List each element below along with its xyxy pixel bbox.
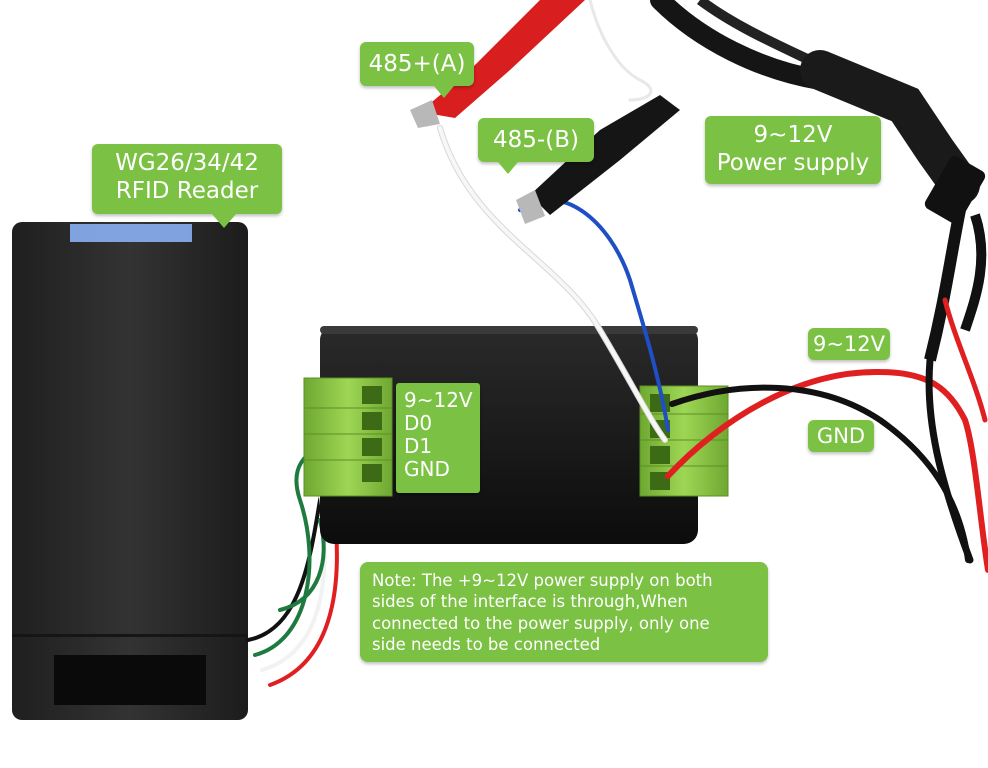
right-gnd-callout: GND [808,420,874,452]
callout-pointer [212,214,236,228]
pin-labels-callout: 9~12V D0 D1 GND [396,383,480,493]
rfid-reader-label-line-1: WG26/34/42 [115,150,259,176]
pin-label-d0: D0 [404,411,433,435]
note-line-3: connected to the power supply, only one [372,613,710,633]
right-voltage-label: 9~12V [812,332,886,356]
right-voltage-callout: 9~12V [808,328,890,360]
note-line-1: Note: The +9~12V power supply on both [372,571,713,590]
rfid-reader-callout: WG26/34/42 RFID Reader [92,144,282,228]
rs485-a-callout: 485+(A) [360,42,474,98]
pin-label-power: 9~12V [404,388,473,412]
power-supply-callout: 9~12V Power supply [705,116,881,184]
red-alligator-clip [410,0,585,128]
power-supply-label-line-1: 9~12V [753,122,833,148]
rs485-a-label: 485+(A) [368,51,466,77]
power-cable [650,0,987,362]
rfid-reader-label-line-2: RFID Reader [115,177,259,204]
rs485-b-callout: 485-(B) [478,118,594,174]
power-note-callout: Note: The +9~12V power supply on both si… [360,562,768,662]
pin-label-d1: D1 [404,434,433,458]
callout-pointer [498,162,518,174]
left-terminal-block [303,377,393,497]
pin-label-gnd: GND [404,457,450,481]
note-line-2: sides of the interface is through,When [372,592,688,612]
right-power-wires [665,297,988,573]
right-gnd-label: GND [816,424,866,448]
rs485-b-label: 485-(B) [493,127,579,153]
callout-pointer [434,86,454,98]
note-line-4: side needs to be connected [372,635,601,655]
black-alligator-clip [516,95,680,224]
power-supply-label-line-2: Power supply [716,149,870,176]
rfid-reader-device [12,222,248,720]
